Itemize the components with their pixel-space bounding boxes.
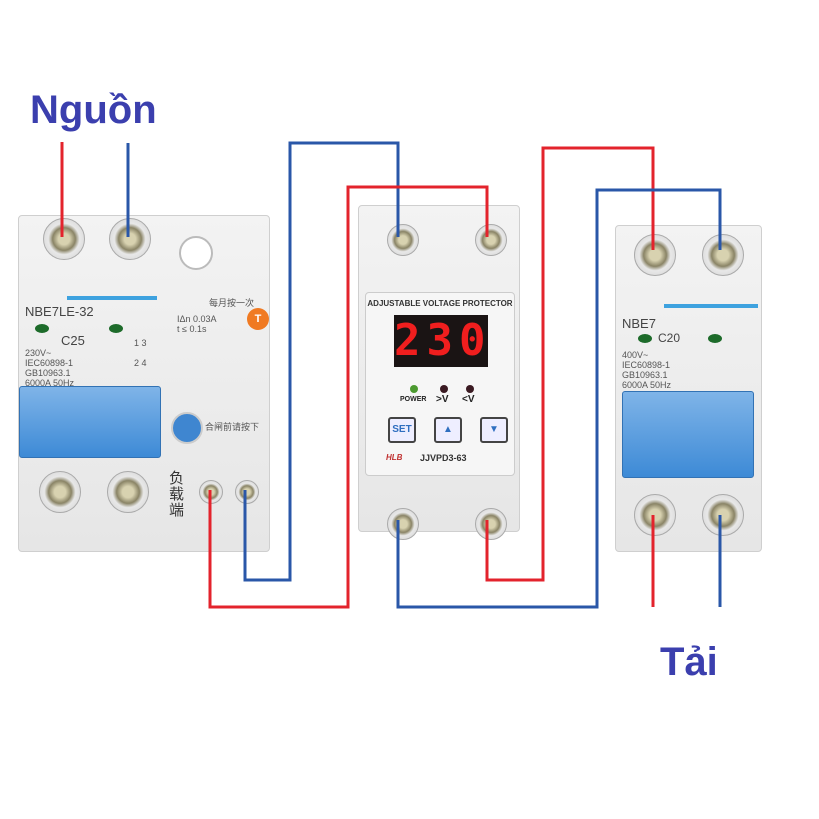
- spec: 6000A 50Hz: [25, 378, 75, 388]
- rcbo-terminal-l-in: [43, 218, 85, 260]
- undervoltage-label: <V: [462, 394, 475, 405]
- mcb-led-2: [708, 334, 722, 343]
- mcb-model: NBE7: [622, 316, 656, 331]
- down-button[interactable]: ▼: [480, 417, 508, 443]
- voltage-protector: ADJUSTABLE VOLTAGE PROTECTOR 230 POWER >…: [358, 205, 520, 540]
- protector-terminal-in-n: [387, 224, 419, 256]
- spec: 6000A 50Hz: [622, 380, 672, 390]
- rcbo-led: [35, 324, 49, 333]
- overvoltage-label: >V: [436, 394, 449, 405]
- live-wire-rcbo-to-protector: [208, 185, 489, 609]
- source-label: Nguồn: [30, 88, 157, 132]
- rcbo-terminal-out-1: [39, 471, 81, 513]
- rcbo-note: 合闸前请按下: [205, 422, 260, 432]
- protector-model: JJVPD3-63: [420, 453, 467, 463]
- power-led: [410, 385, 418, 393]
- pole-top: 1 3: [134, 338, 147, 348]
- rcbo-led-2: [109, 324, 123, 333]
- rcbo-pole-marks: 1 3 2 4: [134, 338, 147, 368]
- live-wire-protector-to-mcb: [485, 146, 655, 582]
- rcbo-rating: C25: [61, 333, 85, 348]
- rcbo-lever[interactable]: [19, 386, 161, 458]
- spec: GB10963.1: [25, 368, 71, 378]
- protector-terminal-out-l: [475, 508, 507, 540]
- rcbo-reset-knob[interactable]: [171, 412, 203, 444]
- rcbo-model: NBE7LE-32: [25, 304, 94, 319]
- rcbo-terminal-out-2: [107, 471, 149, 513]
- undervoltage-led: [466, 385, 474, 393]
- protector-title: ADJUSTABLE VOLTAGE PROTECTOR: [367, 299, 513, 308]
- neutral-wire-rcbo-to-protector: [243, 141, 400, 582]
- pole-bottom: 2 4: [134, 358, 147, 368]
- mcb-blue-strip: [664, 304, 758, 308]
- mcb-lever[interactable]: [622, 391, 754, 478]
- rcbo-blue-strip: [67, 296, 157, 300]
- rcbo-load-terminal-n: [235, 480, 259, 504]
- mcb-terminal-n-out: [702, 494, 744, 536]
- protector-terminal-out-n: [387, 508, 419, 540]
- mcb-led: [638, 334, 652, 343]
- spec: 230V~: [25, 348, 52, 358]
- load-side-text: 负载端: [169, 470, 185, 519]
- rcbo-window: [179, 236, 213, 270]
- rcbo-terminal-n-in: [109, 218, 151, 260]
- spec: IEC60898-1: [25, 358, 74, 368]
- power-label: POWER: [400, 396, 427, 403]
- protector-terminal-in-l: [475, 224, 507, 256]
- mcb-terminal-l-in: [634, 234, 676, 276]
- up-button[interactable]: ▲: [434, 417, 462, 443]
- voltage-display: 230: [394, 315, 492, 367]
- mcb-rating: C20: [658, 331, 681, 345]
- protector-face: ADJUSTABLE VOLTAGE PROTECTOR 230 POWER >…: [365, 292, 515, 476]
- mcb-terminal-l-out: [634, 494, 676, 536]
- rcd-current: IΔn 0.03A: [177, 314, 217, 324]
- set-button[interactable]: SET: [388, 417, 416, 443]
- overvoltage-led: [440, 385, 448, 393]
- neutral-wire-protector-to-mcb: [396, 188, 722, 609]
- spec: 400V~: [622, 350, 649, 360]
- load-label: Tải: [660, 640, 718, 684]
- spec: GB10963.1: [622, 370, 668, 380]
- brand-logo: HLB: [386, 453, 403, 462]
- mcb-terminal-n-in: [702, 234, 744, 276]
- spec: IEC60898-1: [622, 360, 671, 370]
- rcd-note: 每月按一次: [209, 298, 255, 308]
- rcd-test-button[interactable]: T: [247, 308, 269, 330]
- rcd-time: t ≤ 0.1s: [177, 324, 207, 334]
